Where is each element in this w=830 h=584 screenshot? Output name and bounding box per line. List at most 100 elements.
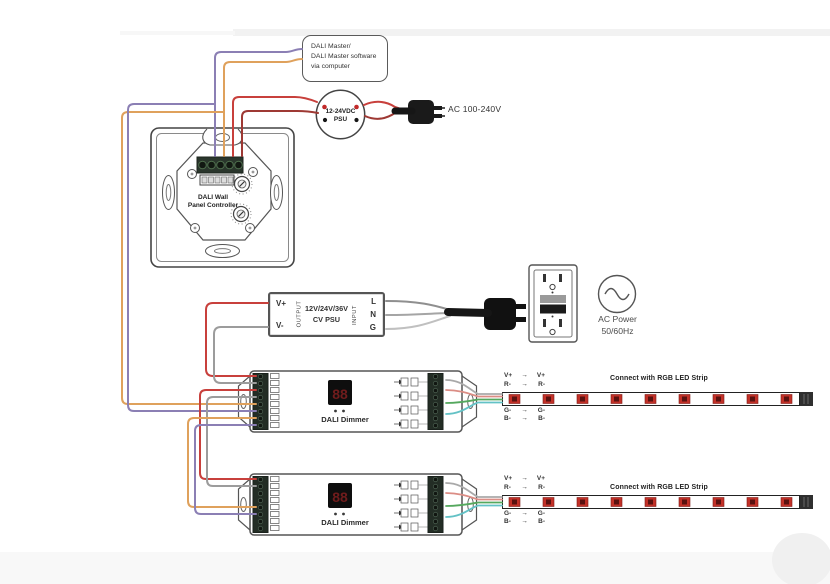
pin-label: G-	[537, 510, 545, 517]
indicator-dot	[334, 409, 337, 413]
ac-power-line1: AC Power	[598, 314, 637, 324]
pin-row-r: R- → R-	[504, 484, 545, 492]
dip-pin	[227, 176, 234, 184]
strip-end-connector	[800, 495, 813, 509]
ac-plug-top	[408, 98, 448, 126]
terminal-screws-left	[257, 476, 264, 532]
rgb-led-strip-2: Connect with RGB LED Strip V+ → V+ R- → …	[502, 475, 814, 525]
indicator-dot	[334, 512, 337, 516]
plug-prong-icon	[434, 106, 442, 110]
dali-bus-psu: 12-24VDC PSU	[315, 89, 366, 140]
ac-power-label: AC Power 50/60Hz	[589, 314, 646, 337]
plug-body-icon	[408, 100, 434, 124]
cv-psu: V+ V- OUTPUT 12V/24V/36V CV PSU INPUT L …	[268, 292, 385, 337]
seven-segment-display	[328, 483, 352, 508]
dali-master-line2: DALI Master software	[311, 52, 377, 60]
dip-pin	[201, 176, 208, 184]
wiring-pins-left	[270, 476, 280, 531]
dali-dimmer-2: 88 DALI Dimmer	[237, 473, 478, 537]
arrow-icon: →	[521, 484, 528, 491]
pin-label: G-	[504, 407, 512, 414]
outlet-reset-button	[540, 295, 566, 303]
dip-pin	[208, 176, 214, 184]
cvpsu-title-line1: 12V/24V/36V	[304, 303, 348, 313]
cvpsu-input-label: INPUT	[352, 305, 359, 325]
mount-tab-right	[461, 478, 478, 531]
pin-label: B-	[538, 518, 545, 525]
dali-master-line1: DALI Master/	[311, 43, 351, 50]
cvpsu-pin-l: L	[371, 297, 376, 306]
arrow-icon: →	[521, 372, 528, 379]
cvpsu-title-line2: CV PSU	[312, 314, 341, 324]
pin-row-b: B- → B-	[504, 415, 545, 423]
background-band-top	[233, 29, 830, 36]
cvpsu-pin-n: N	[370, 310, 376, 319]
arrow-icon: →	[521, 475, 528, 482]
dimmer-label: DALI Dimmer	[321, 415, 369, 424]
arrow-icon: →	[521, 415, 528, 422]
display-digits: 88	[332, 489, 348, 505]
pin-row-g: G- → G-	[504, 510, 545, 518]
arrow-icon: →	[521, 510, 528, 517]
pin-label: G-	[537, 407, 545, 414]
terminal-screw	[198, 160, 207, 170]
pin-label: B-	[538, 415, 545, 422]
led-dies	[512, 499, 789, 505]
dip-pin	[214, 176, 221, 184]
cvpsu-pin-g: G	[369, 323, 376, 332]
arrow-icon: →	[521, 407, 528, 414]
cvpsu-vplus: V+	[276, 299, 287, 308]
pin-label: R-	[504, 484, 511, 491]
bracket-hole	[215, 133, 230, 142]
mount-tab-right	[461, 375, 478, 428]
strip-title: Connect with RGB LED Strip	[610, 375, 708, 382]
wiring-pins-left	[270, 373, 280, 428]
pin-label: R-	[538, 381, 545, 388]
seven-segment-display	[328, 380, 352, 405]
pin-label: R-	[538, 484, 545, 491]
psu-label-line1: 12-24VDC	[326, 108, 356, 115]
pin-label: G-	[504, 510, 512, 517]
pin-label: R-	[504, 381, 511, 388]
plug-prong-tip	[442, 107, 445, 109]
pin-label: V+	[504, 372, 513, 379]
terminal-screws-right	[432, 476, 439, 532]
dali-wall-panel-controller: DALI Wall Panel Controller	[150, 127, 295, 268]
plug-prong-icon	[434, 114, 442, 118]
display-digits: 88	[332, 386, 348, 402]
pin-row-vplus: V+ → V+	[504, 475, 545, 483]
output-channels	[394, 480, 428, 532]
terminal-screw	[225, 160, 234, 170]
psu-terminal-plus-left	[322, 104, 327, 110]
dali-master-box: DALI Master/ DALI Master software via co…	[302, 35, 388, 82]
dimmer-label: DALI Dimmer	[321, 518, 369, 527]
panel-label-line1: DALI Wall	[198, 194, 228, 201]
pin-row-b: B- → B-	[504, 518, 545, 526]
rgb-led-strip-1: Connect with RGB LED Strip V+ → V+ R- → …	[502, 372, 814, 422]
indicator-dot	[342, 409, 345, 413]
arrow-icon: →	[521, 381, 528, 388]
pin-row-vplus: V+ → V+	[504, 372, 545, 380]
background-band-bottom	[0, 552, 830, 584]
psu-terminal-minus-right	[354, 117, 359, 123]
led-dies	[512, 396, 789, 402]
psu-terminal-plus-right	[354, 104, 359, 110]
outlet-test-button	[540, 304, 566, 314]
plug-prong-icon	[516, 317, 526, 322]
pin-label: B-	[504, 518, 511, 525]
cvpsu-vminus: V-	[276, 321, 284, 330]
terminal-screw	[207, 160, 216, 170]
psu-label-line2: PSU	[334, 116, 348, 123]
pin-label: V+	[536, 475, 545, 482]
dali-master-line3: via computer	[311, 62, 350, 70]
sine-wave-icon	[604, 287, 630, 301]
dimmer-terminal-block-right	[427, 476, 444, 533]
pin-row-r: R- → R-	[504, 381, 545, 389]
background-band-top-left	[120, 31, 235, 35]
terminal-screw	[234, 160, 243, 170]
ac-power-symbol	[597, 274, 637, 314]
outlet-inner	[533, 269, 573, 338]
strip-end-connector	[800, 392, 813, 406]
